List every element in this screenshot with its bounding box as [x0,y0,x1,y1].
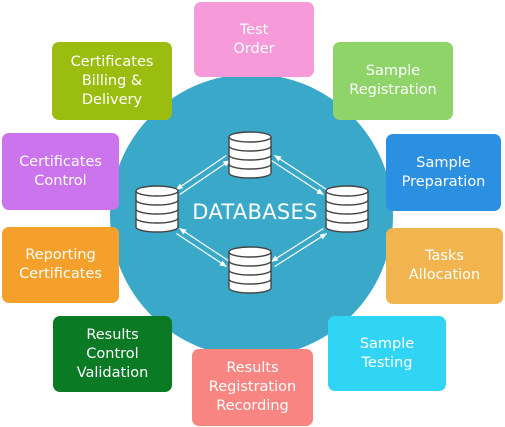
step-results-control-validation: Results Control Validation [53,316,172,392]
step-test-order: Test Order [194,2,314,77]
database-icon-right [325,185,369,233]
databases-group [135,131,369,294]
step-results-registration-recording: Results Registration Recording [192,349,313,426]
step-reporting-certificates: Reporting Certificates [2,227,119,303]
arrow-top-right [271,154,327,196]
arrow-left-bottom [176,227,230,268]
database-icon-top [228,131,272,179]
step-sample-preparation: Sample Preparation [386,134,501,211]
step-sample-testing: Sample Testing [328,316,446,391]
databases-label: DATABASES [192,200,318,224]
arrows-group [175,154,328,268]
database-icon-bottom [228,246,272,294]
arrow-right-bottom [270,227,328,268]
arrow-left-top [175,155,231,195]
step-sample-registration: Sample Registration [333,42,453,120]
step-certificates-control: Certificates Control [2,133,119,210]
step-certificates-billing-delivery: Certificates Billing & Delivery [52,42,172,120]
step-tasks-allocation: Tasks Allocation [386,228,503,304]
database-icon-left [135,185,179,233]
